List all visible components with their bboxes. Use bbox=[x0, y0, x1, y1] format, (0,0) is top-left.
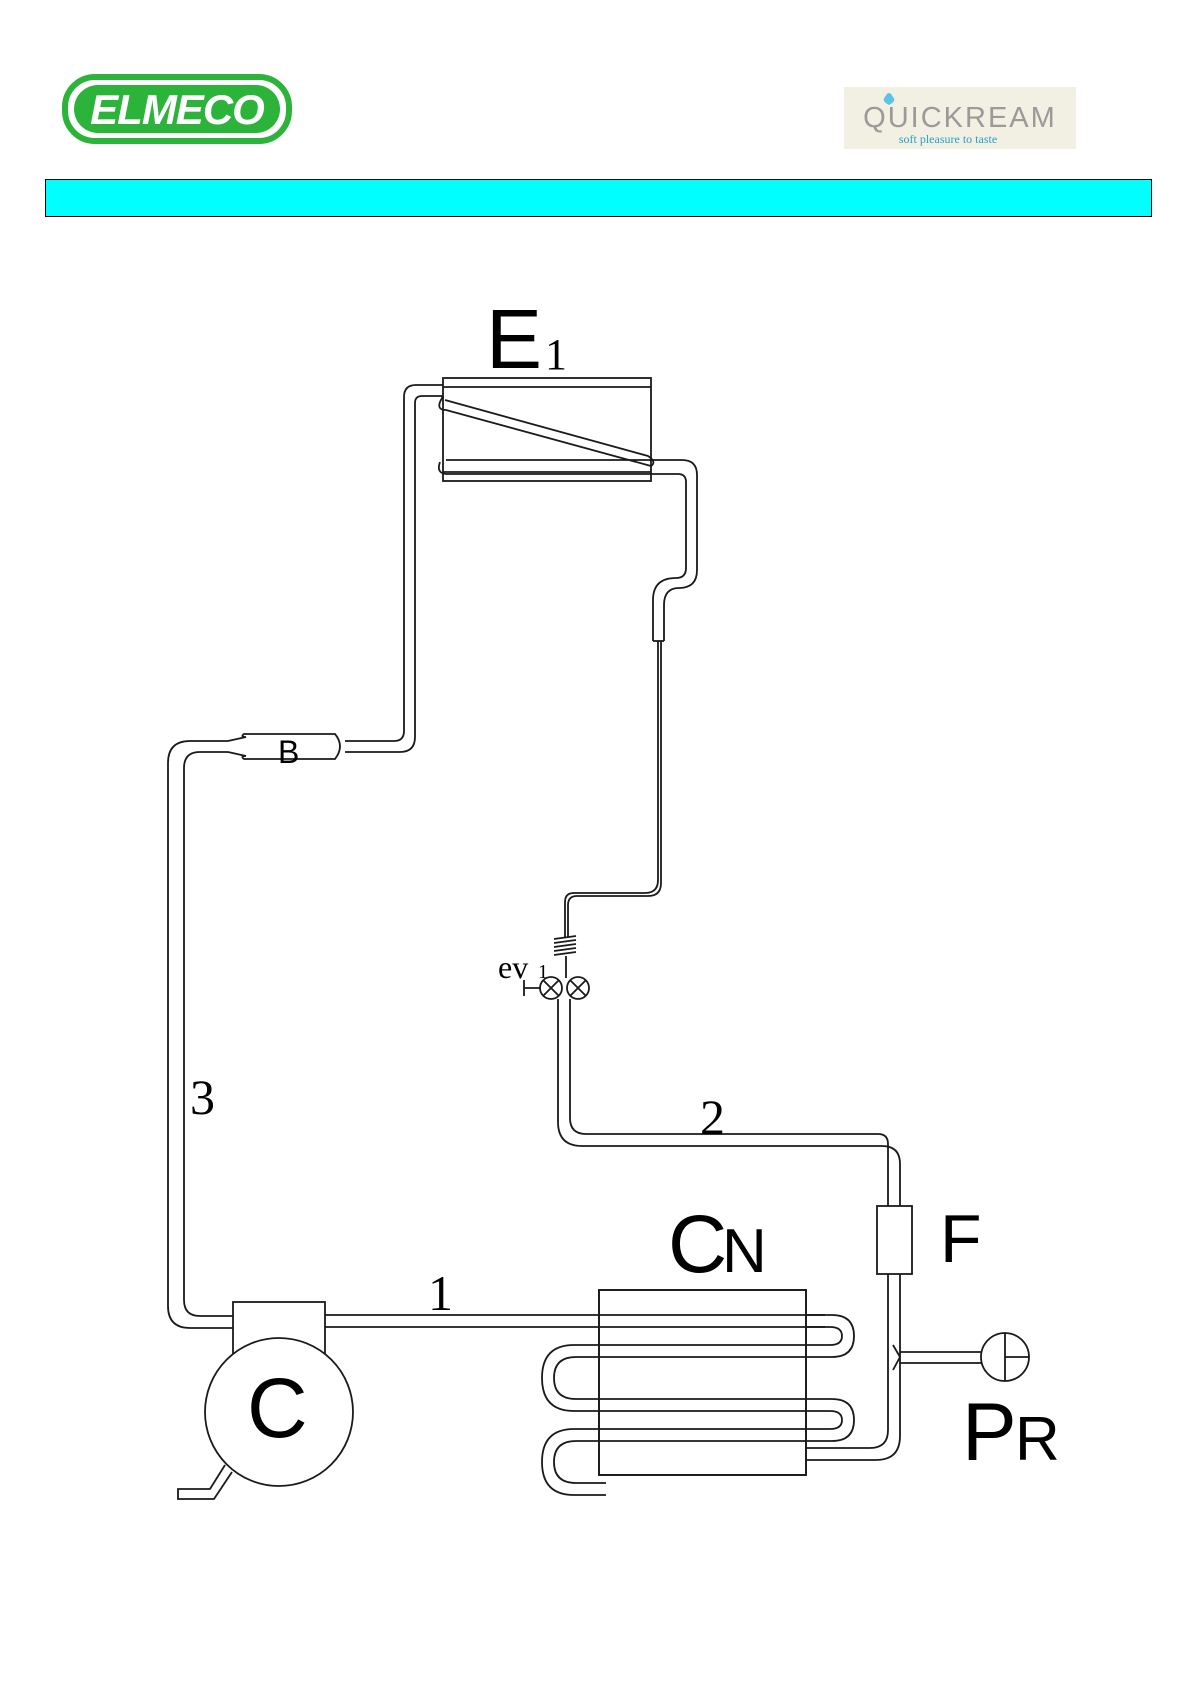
label-valve-sub: 1 bbox=[538, 961, 548, 983]
pipe-evap-out-inner bbox=[651, 474, 686, 641]
pipe-2-outer bbox=[558, 999, 900, 1206]
label-evaporator-sub: 1 bbox=[545, 330, 567, 379]
pressure-switch-tee bbox=[893, 1345, 900, 1370]
pipe-b-evap-inner bbox=[358, 396, 443, 752]
pipe-2-inner bbox=[570, 999, 888, 1206]
pipe-3-inner bbox=[184, 752, 233, 1316]
label-pipe-2: 2 bbox=[700, 1089, 725, 1145]
compressor-suction-stub bbox=[178, 1465, 232, 1499]
label-condenser: C bbox=[668, 1199, 727, 1290]
pipe-b-evap-outer bbox=[358, 385, 443, 741]
label-pressure-switch: P bbox=[962, 1387, 1017, 1478]
pressure-switch-pipe bbox=[900, 1352, 983, 1363]
label-valve: ev bbox=[498, 949, 528, 985]
capillary-coil bbox=[554, 936, 576, 955]
label-filter-b: B bbox=[278, 734, 299, 770]
label-condenser-sub: N bbox=[722, 1217, 767, 1286]
condenser-body bbox=[599, 1290, 806, 1475]
pipe-3-outer bbox=[168, 741, 233, 1328]
label-compressor: C bbox=[247, 1361, 308, 1455]
evaporator-body bbox=[443, 378, 651, 481]
label-pipe-1: 1 bbox=[428, 1265, 453, 1321]
label-filter-f: F bbox=[940, 1201, 982, 1277]
pipe-f-cond bbox=[806, 1274, 900, 1460]
capillary-tube bbox=[565, 641, 661, 938]
label-evaporator: E bbox=[486, 292, 542, 386]
filter-f bbox=[877, 1206, 912, 1274]
label-pressure-switch-sub: R bbox=[1015, 1405, 1060, 1474]
pipe-evap-out-outer bbox=[651, 460, 697, 641]
filter-b-outlet bbox=[345, 741, 358, 752]
label-pipe-3: 3 bbox=[190, 1069, 215, 1125]
